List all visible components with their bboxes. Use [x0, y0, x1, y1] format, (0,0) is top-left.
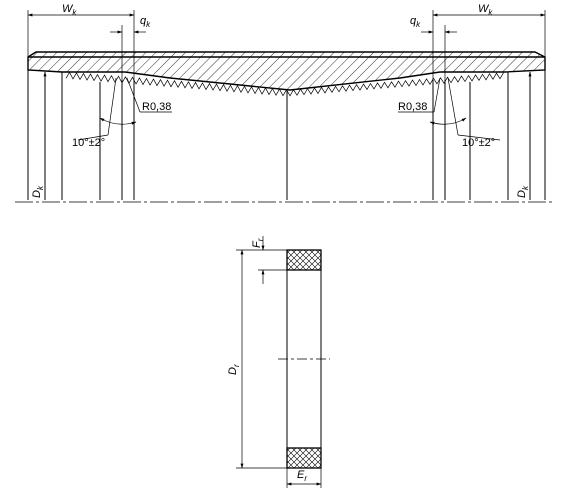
dk-label-right: Dk	[516, 185, 530, 198]
r-label-right: R0,38	[398, 101, 427, 113]
qk-label-left: qk	[140, 15, 151, 29]
angle-label-left: 10°±2°	[72, 137, 105, 149]
dr-label: Dr	[227, 364, 241, 375]
angle-label-right: 10°±2°	[462, 137, 495, 149]
seal-ring-section: Fr Dr Er	[227, 236, 330, 488]
pipe-coupling-section: Wk Wk qk qk R0,38 R0,38 10°±2° 10°±2° Dk…	[15, 3, 555, 203]
wk-label-left: Wk	[62, 3, 77, 17]
wk-label-right: Wk	[478, 3, 493, 17]
hatched-wall	[27, 51, 546, 91]
dk-label-left: Dk	[31, 185, 45, 198]
fr-label: Fr	[251, 238, 265, 248]
er-label: Er	[297, 469, 307, 483]
thread-profile	[65, 71, 504, 97]
qk-label-right: qk	[410, 15, 421, 29]
r-label-left: R0,38	[142, 101, 171, 113]
seal-bottom	[286, 447, 322, 469]
seal-top	[286, 249, 322, 271]
